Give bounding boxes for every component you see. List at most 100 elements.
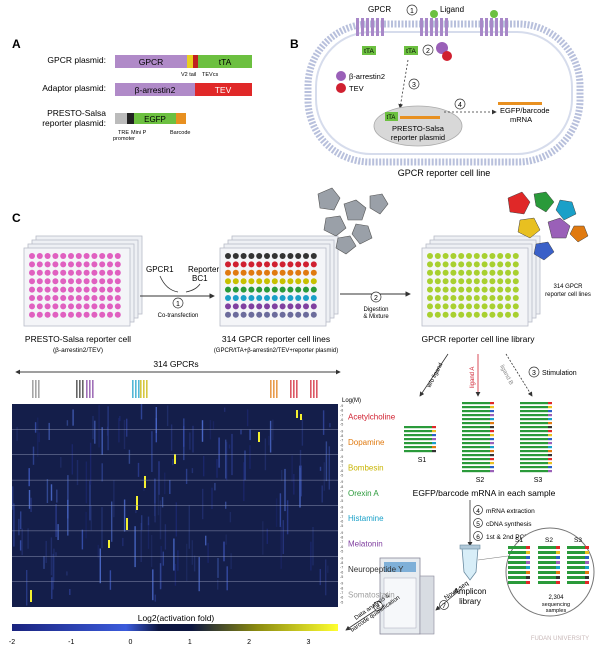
heatmap-streak [128,449,131,464]
cells-label-2: reporter cell lines [545,292,591,298]
arrow-3-b [398,59,409,109]
minip-box [127,113,134,124]
heatmap-streak [66,571,68,576]
plate-well [303,303,309,310]
barcode-tag [432,450,436,453]
heatmap-streak [246,409,249,427]
plate-well [450,269,457,276]
row-tick: -5 [340,575,343,579]
plate-well [99,261,106,268]
plate-well [91,269,98,276]
plate-1-sub: (β-arrestin2/TEV) [53,347,103,354]
heatmap-streak [327,565,329,573]
heatmap-streak [98,405,100,448]
heatmap-streak [43,556,45,569]
heatmap-streak [89,481,91,521]
mrna-bar [520,402,548,405]
zoom-tag [585,546,589,549]
plate-well [442,269,449,276]
gpcr-column-label [293,380,295,398]
plate-well [83,286,90,293]
plate-well [256,278,263,285]
heatmap-hit [108,540,110,548]
plate-well [68,286,74,293]
zoom-tag [526,581,530,584]
gpcr-column-label [32,380,34,398]
plate-well [107,311,113,318]
plate-well [458,278,465,285]
heatmap-streak [135,505,137,514]
mrna-label-2: mRNA [510,115,532,124]
plate-well [466,261,472,268]
mrna-bar [520,450,548,453]
barcode-tag [490,446,494,449]
tre-label-1: TRE [118,130,129,136]
heatmap-streak [48,422,50,440]
barcode-tag [548,446,552,449]
plate-well [44,286,51,293]
heatmap-streak [140,523,142,562]
colorbar-tick: -2 [9,639,15,646]
heatmap-hit [258,432,260,442]
plate-well [310,286,317,293]
barcode-tag [490,458,494,461]
plate-1 [23,235,143,327]
barcode-tag [548,402,552,405]
plate-well [512,278,519,285]
heatmap-streak [244,450,246,481]
heatmap-streak [328,446,330,490]
row-tick: -8 [340,459,343,463]
zoom-tag [585,561,589,564]
heatmap-streak [325,559,327,596]
plate-well [481,311,488,318]
plate-well [44,253,51,259]
plate-well [75,253,82,259]
barcode-tag [432,430,436,433]
heatmap-streak [118,418,120,443]
heatmap-streak [92,415,94,440]
reporter-label-2: BC1 [192,274,208,283]
gpcr-column-label [270,380,272,398]
ligand-label: Melatonin [348,540,383,549]
v2tail-box [187,55,193,68]
plate-well [458,311,465,318]
barr-blob [436,42,448,54]
heatmap-streak [109,570,112,590]
zoom-tag [526,551,530,554]
mrna-bar [520,470,548,473]
mrna-bar [520,458,548,461]
heatmap-streak [185,468,188,484]
step-2-c-num: 2 [374,295,378,302]
mrna-bar [404,438,432,441]
plate-well [256,253,263,259]
heatmap-streak [12,486,14,510]
heatmap-streak [85,511,87,539]
row-tick: -6 [340,494,343,498]
plate-well [264,295,270,301]
digest-label-1: Digestion [363,307,388,313]
plate-well [450,253,457,259]
plate-well [458,269,465,276]
mrna-bar [520,410,548,413]
plate-well [442,286,449,293]
mrna-bar [462,430,490,433]
mrna-bar [462,458,490,461]
mrna-bar [462,434,490,437]
heatmap-streak [18,518,20,536]
barcode-tag [548,470,552,473]
plate-well [427,286,433,293]
row-tick: -5 [340,550,343,554]
plate-well [434,261,441,268]
plate-well [271,303,278,310]
plate-well [75,278,82,285]
step-1-b [406,4,418,16]
plate-well [434,253,441,259]
plate-well [29,311,35,318]
gpcr1-label: GPCR1 [146,265,174,274]
plate-well [114,278,121,285]
plate-well [295,286,302,293]
plate-well [256,295,263,301]
heatmap-streak [13,503,15,547]
heatmap-streak [249,429,251,441]
